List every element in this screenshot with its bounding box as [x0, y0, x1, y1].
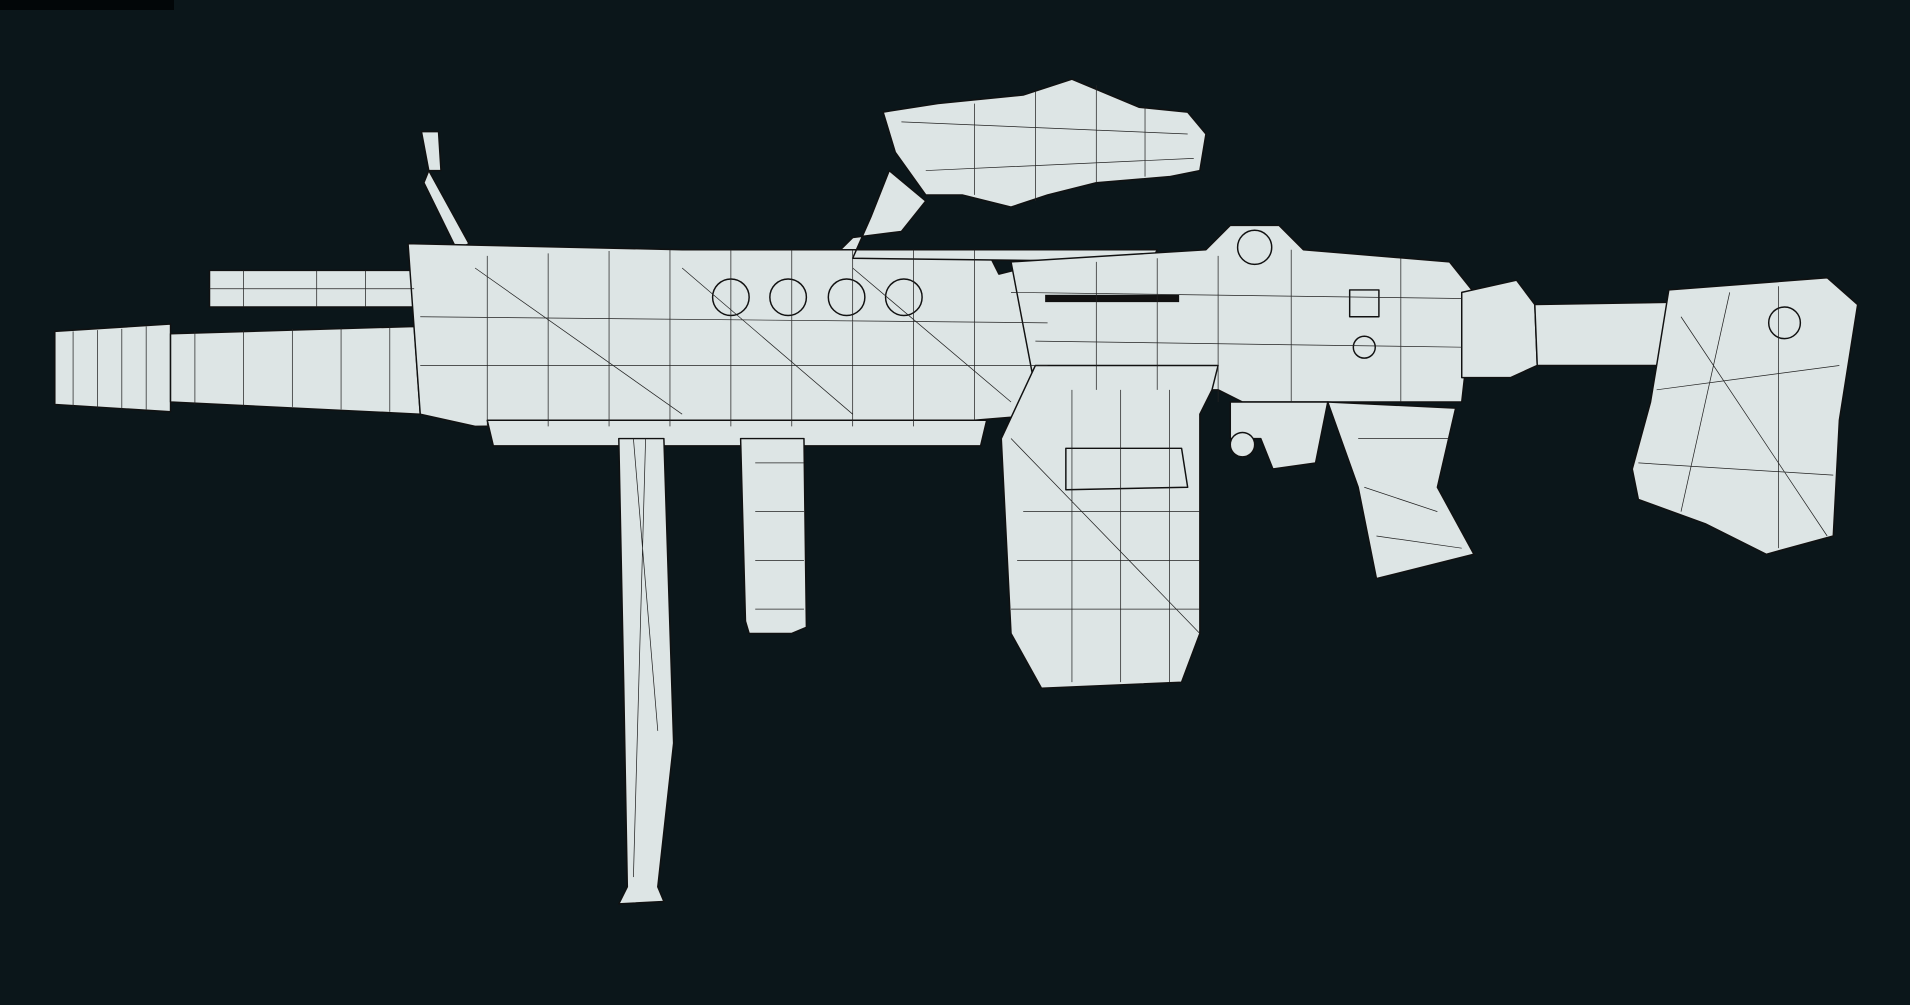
viewport-top-bar — [0, 0, 174, 10]
handguard — [407, 242, 1049, 428]
selector — [1229, 431, 1256, 458]
ammo-drum — [1000, 364, 1219, 689]
rear-sight-window — [1348, 289, 1380, 318]
ejection-port — [1045, 294, 1180, 303]
buffer-ring — [1461, 279, 1538, 379]
front-sight — [420, 130, 470, 251]
sling-swivel — [1767, 306, 1802, 340]
drum-window — [1065, 447, 1189, 491]
lower-barrel — [169, 325, 421, 415]
vent-hole — [884, 278, 923, 317]
wireframe-lines — [72, 85, 1840, 878]
bipod-leg — [618, 437, 675, 905]
bottom-rail — [486, 419, 988, 447]
vent-hole — [827, 278, 866, 317]
rear-sight-drum — [1236, 229, 1273, 266]
vent-hole — [769, 278, 808, 317]
scope — [882, 78, 1207, 208]
gun-model — [54, 78, 1859, 905]
stock — [1631, 277, 1859, 556]
pistol-grip — [1327, 401, 1475, 580]
scope-mount — [839, 169, 1158, 263]
vertical-grip — [739, 437, 808, 635]
flash-hider — [54, 323, 172, 413]
charging-knob — [1352, 335, 1376, 359]
